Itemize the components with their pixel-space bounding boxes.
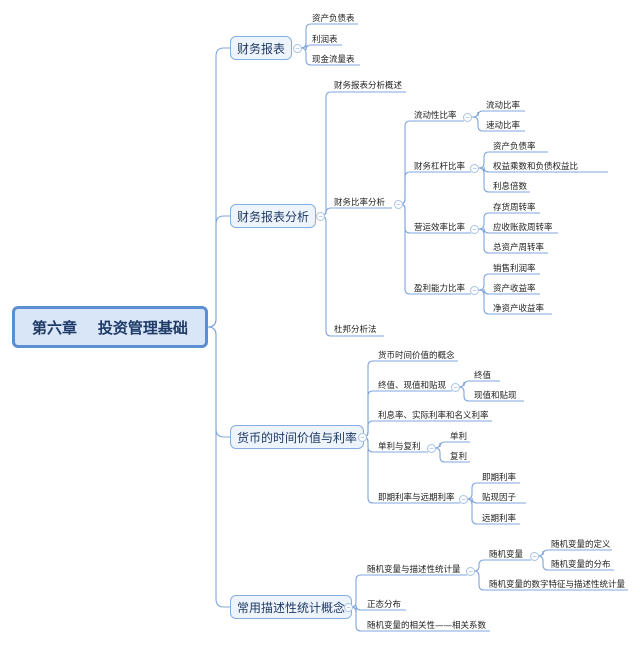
node-rv-distribution[interactable]: 随机变量的分布 (551, 560, 611, 570)
node-liquidity-ratio[interactable]: 流动性比率 (414, 111, 457, 121)
node-fv-pv-discount[interactable]: 终值、现值和贴现 (378, 381, 447, 391)
node-cash-flow-statement[interactable]: 现金流量表 (312, 55, 355, 65)
node-simple-interest[interactable]: 单利 (450, 432, 468, 442)
node-random-variable[interactable]: 随机变量 (489, 550, 524, 560)
node-asset-turnover[interactable]: 总资产周转率 (493, 243, 545, 253)
node-rv-numeric-features[interactable]: 随机变量的数字特征与描述性统计量 (489, 580, 626, 590)
collapse-circle-icon[interactable]: − (451, 383, 460, 392)
collapse-circle-icon[interactable]: − (427, 444, 436, 453)
node-roa[interactable]: 资产收益率 (493, 284, 536, 294)
node-normal-distribution[interactable]: 正态分布 (367, 600, 402, 610)
node-current-ratio[interactable]: 流动比率 (486, 101, 521, 111)
node-interest-coverage[interactable]: 利息倍数 (493, 182, 528, 192)
node-income-statement[interactable]: 利润表 (312, 35, 338, 45)
node-rv-definition[interactable]: 随机变量的定义 (551, 540, 611, 550)
node-balance-sheet[interactable]: 资产负债表 (312, 14, 355, 24)
root-topic[interactable]: 第六章 投资管理基础 (12, 306, 208, 348)
collapse-circle-icon[interactable]: − (316, 212, 325, 221)
collapse-circle-icon[interactable]: − (470, 164, 479, 173)
node-debt-ratio[interactable]: 资产负债率 (493, 142, 536, 152)
node-compound-interest[interactable]: 复利 (450, 452, 468, 462)
node-simple-compound[interactable]: 单利与复利 (378, 442, 421, 452)
node-correlation[interactable]: 随机变量的相关性——相关系数 (367, 621, 487, 631)
node-roe[interactable]: 净资产收益率 (493, 304, 545, 314)
node-leverage-ratio[interactable]: 财务杠杆比率 (414, 162, 466, 172)
branch-statistics[interactable]: 常用描述性统计概念 (230, 595, 353, 619)
collapse-circle-icon[interactable]: − (463, 113, 472, 122)
node-random-variables-stats[interactable]: 随机变量与描述性统计量 (367, 565, 461, 575)
node-forward-rate[interactable]: 远期利率 (482, 514, 517, 524)
node-analysis-overview[interactable]: 财务报表分析概述 (334, 81, 403, 91)
node-equity-multiplier[interactable]: 权益乘数和负债权益比 (493, 162, 579, 172)
node-time-value-concept[interactable]: 货币时间价值的概念 (378, 351, 455, 361)
collapse-circle-icon[interactable]: − (470, 225, 479, 234)
collapse-circle-icon[interactable]: − (293, 44, 302, 53)
collapse-circle-icon[interactable]: − (394, 200, 403, 209)
collapse-circle-icon[interactable]: − (470, 286, 479, 295)
node-present-value[interactable]: 现值和贴现 (474, 391, 517, 401)
node-quick-ratio[interactable]: 速动比率 (486, 121, 521, 131)
node-sales-margin[interactable]: 销售利润率 (493, 264, 536, 274)
node-inventory-turnover[interactable]: 存货周转率 (493, 203, 536, 213)
node-spot-forward[interactable]: 即期利率与远期利率 (378, 493, 455, 503)
collapse-circle-icon[interactable]: − (344, 603, 353, 612)
node-ratio-analysis[interactable]: 财务比率分析 (334, 198, 386, 208)
collapse-circle-icon[interactable]: − (530, 552, 539, 561)
collapse-circle-icon[interactable]: − (358, 433, 367, 442)
collapse-circle-icon[interactable]: − (466, 567, 475, 576)
node-spot-rate[interactable]: 即期利率 (482, 473, 517, 483)
node-discount-factor[interactable]: 贴现因子 (482, 493, 517, 503)
branch-time-value[interactable]: 货币的时间价值与利率 (230, 425, 365, 449)
branch-financial-statements[interactable]: 财务报表 (230, 36, 293, 60)
node-efficiency-ratio[interactable]: 营运效率比率 (414, 223, 466, 233)
node-dupont[interactable]: 杜邦分析法 (334, 325, 377, 335)
node-future-value[interactable]: 终值 (474, 371, 492, 381)
branch-statement-analysis[interactable]: 财务报表分析 (230, 204, 317, 228)
node-interest-rates[interactable]: 利息率、实际利率和名义利率 (378, 411, 489, 421)
node-receivables-turnover[interactable]: 应收账款周转率 (493, 223, 553, 233)
collapse-circle-icon[interactable]: − (459, 495, 468, 504)
node-profitability-ratio[interactable]: 盈利能力比率 (414, 284, 466, 294)
